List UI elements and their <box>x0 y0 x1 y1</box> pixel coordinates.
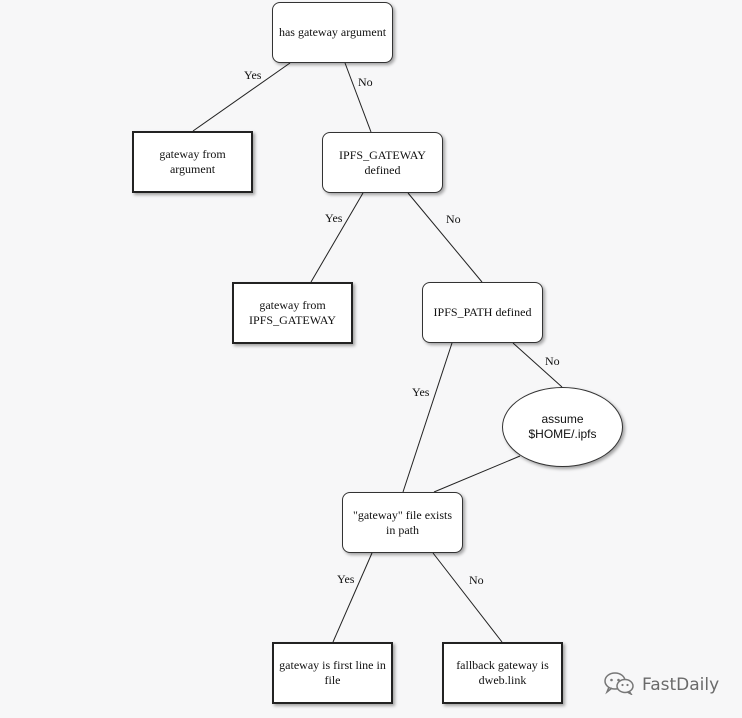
edge-file-no <box>432 552 503 643</box>
edge-ipfsgw-yes <box>310 192 364 283</box>
edge-arg-yes <box>192 62 291 132</box>
node-gateway-first-line: gateway is first line in file <box>272 642 393 704</box>
edge-label-yes: Yes <box>337 572 355 586</box>
edge-arg-no <box>344 62 372 133</box>
edge-file-yes <box>332 552 373 643</box>
edge-ipfspath-no <box>512 342 563 388</box>
edge-label-no: No <box>446 212 461 226</box>
node-gateway-from-argument: gateway from argument <box>132 131 253 193</box>
watermark: FastDaily <box>602 671 720 700</box>
node-ipfs-path-defined: IPFS_PATH defined <box>422 282 543 343</box>
watermark-text: FastDaily <box>642 675 720 695</box>
node-has-gateway-argument: has gateway argument <box>272 2 393 63</box>
edge-label-yes: Yes <box>244 68 262 82</box>
edge-label-yes: Yes <box>325 211 343 225</box>
edge-label-yes: Yes <box>412 385 430 399</box>
edge-label-no: No <box>469 573 484 587</box>
edge-ipfsgw-no <box>407 192 483 283</box>
edge-home-to-file <box>433 455 521 493</box>
node-fallback-gateway: fallback gateway is dweb.link <box>442 642 563 704</box>
node-ipfs-gateway-defined: IPFS_GATEWAY defined <box>322 132 443 193</box>
node-gateway-file-exists: "gateway" file exists in path <box>342 492 463 553</box>
node-assume-home-ipfs: assume $HOME/.ipfs <box>502 387 623 467</box>
edge-label-no: No <box>545 354 560 368</box>
node-gateway-from-ipfs-gateway: gateway from IPFS_GATEWAY <box>232 282 353 344</box>
edge-ipfspath-yes <box>402 342 453 493</box>
wechat-icon <box>602 671 636 700</box>
edge-label-no: No <box>358 75 373 89</box>
